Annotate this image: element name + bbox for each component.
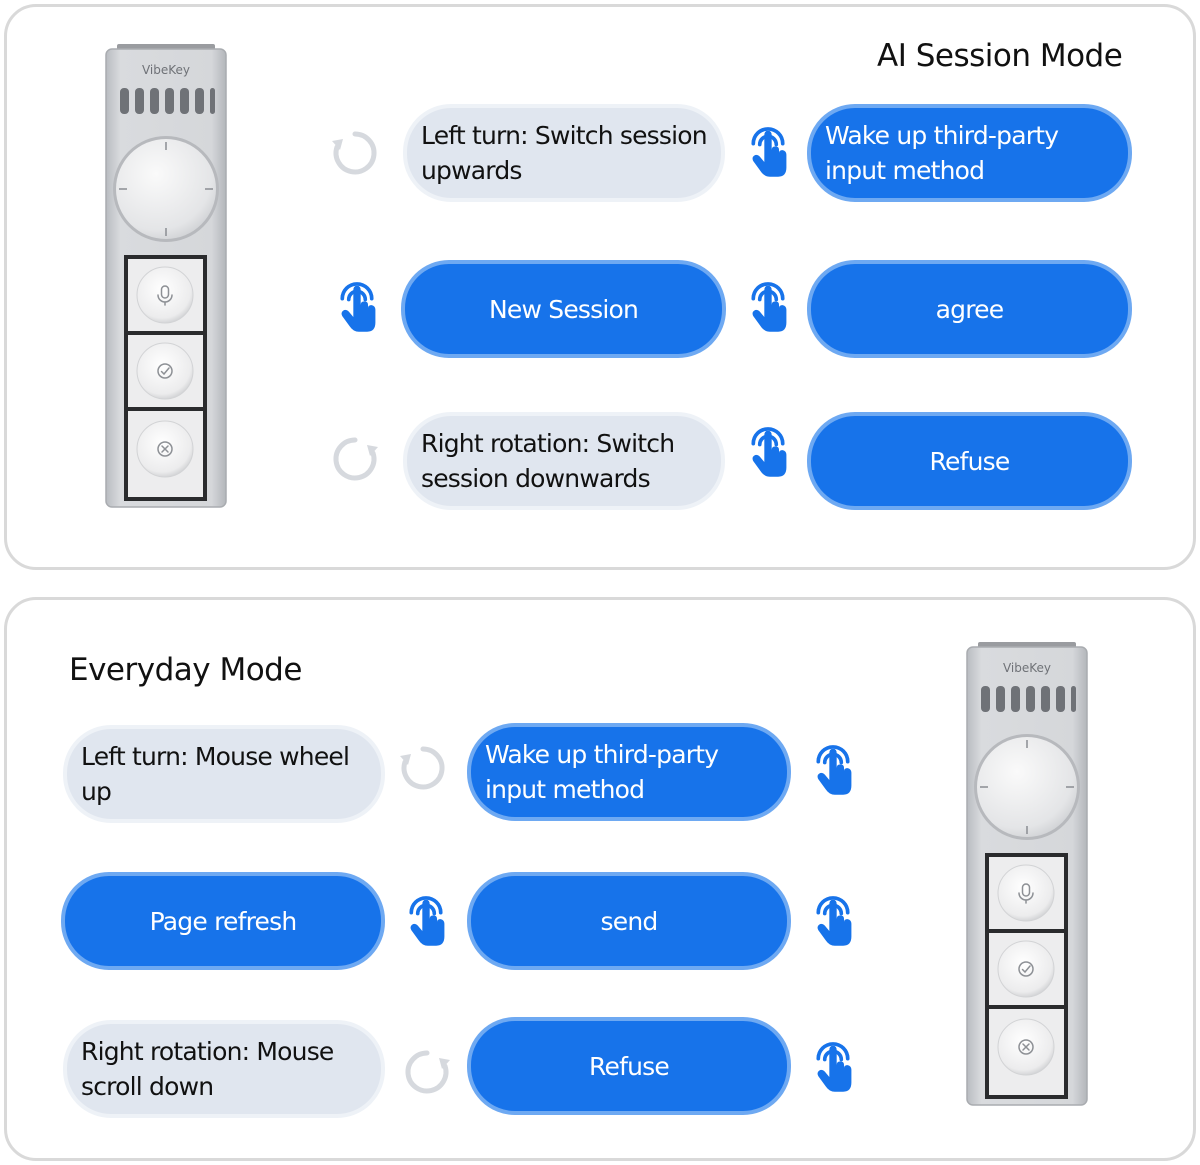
rotate-left-icon	[330, 128, 380, 178]
tap-hand-icon	[810, 888, 856, 952]
tap-hand-icon	[810, 1034, 856, 1098]
wake-up-label: Wake up third-party input method	[485, 740, 719, 804]
refuse-label: Refuse	[589, 1051, 670, 1081]
rotate-left-icon	[398, 743, 448, 793]
refuse-button[interactable]: Refuse	[807, 412, 1132, 510]
device-brand-label: VibeKey	[142, 63, 190, 77]
page-refresh-button[interactable]: Page refresh	[61, 872, 385, 970]
tap-hand-icon	[745, 419, 791, 483]
left-turn-label: Left turn: Switch session upwards	[421, 121, 708, 185]
wake-up-input-method-button[interactable]: Wake up third-party input method	[467, 723, 791, 821]
right-rotation-label: Right rotation: Switch session downwards	[421, 429, 675, 493]
device-brand-label: VibeKey	[1003, 661, 1051, 675]
tap-hand-icon	[403, 888, 449, 952]
tap-hand-icon	[334, 274, 380, 338]
rotate-right-icon	[402, 1047, 452, 1097]
wake-up-input-method-button[interactable]: Wake up third-party input method	[807, 104, 1132, 202]
vibekey-device: VibeKey	[964, 642, 1090, 1108]
wake-up-label: Wake up third-party input method	[825, 121, 1059, 185]
right-rotation-pill: Right rotation: Switch session downwards	[403, 412, 725, 510]
send-label: send	[600, 906, 659, 936]
everyday-mode-title: Everyday Mode	[69, 652, 302, 688]
tap-hand-icon	[745, 119, 791, 183]
refuse-label: Refuse	[929, 446, 1011, 476]
ai-session-mode-title: AI Session Mode	[877, 38, 1123, 74]
page-refresh-label: Page refresh	[149, 906, 298, 936]
tap-hand-icon	[745, 274, 791, 338]
right-rotation-label: Right rotation: Mouse scroll down	[81, 1037, 334, 1101]
new-session-button[interactable]: New Session	[401, 260, 726, 358]
agree-button[interactable]: agree	[807, 260, 1132, 358]
left-turn-pill: Left turn: Switch session upwards	[403, 104, 725, 202]
refuse-button[interactable]: Refuse	[467, 1017, 791, 1115]
agree-label: agree	[935, 294, 1004, 324]
tap-hand-icon	[810, 737, 856, 801]
send-button[interactable]: send	[467, 872, 791, 970]
left-turn-pill: Left turn: Mouse wheel up	[63, 725, 385, 823]
right-rotation-pill: Right rotation: Mouse scroll down	[63, 1020, 385, 1118]
rotate-right-icon	[330, 434, 380, 484]
vibekey-device: VibeKey	[103, 44, 229, 510]
new-session-label: New Session	[488, 294, 639, 324]
left-turn-label: Left turn: Mouse wheel up	[81, 742, 350, 806]
